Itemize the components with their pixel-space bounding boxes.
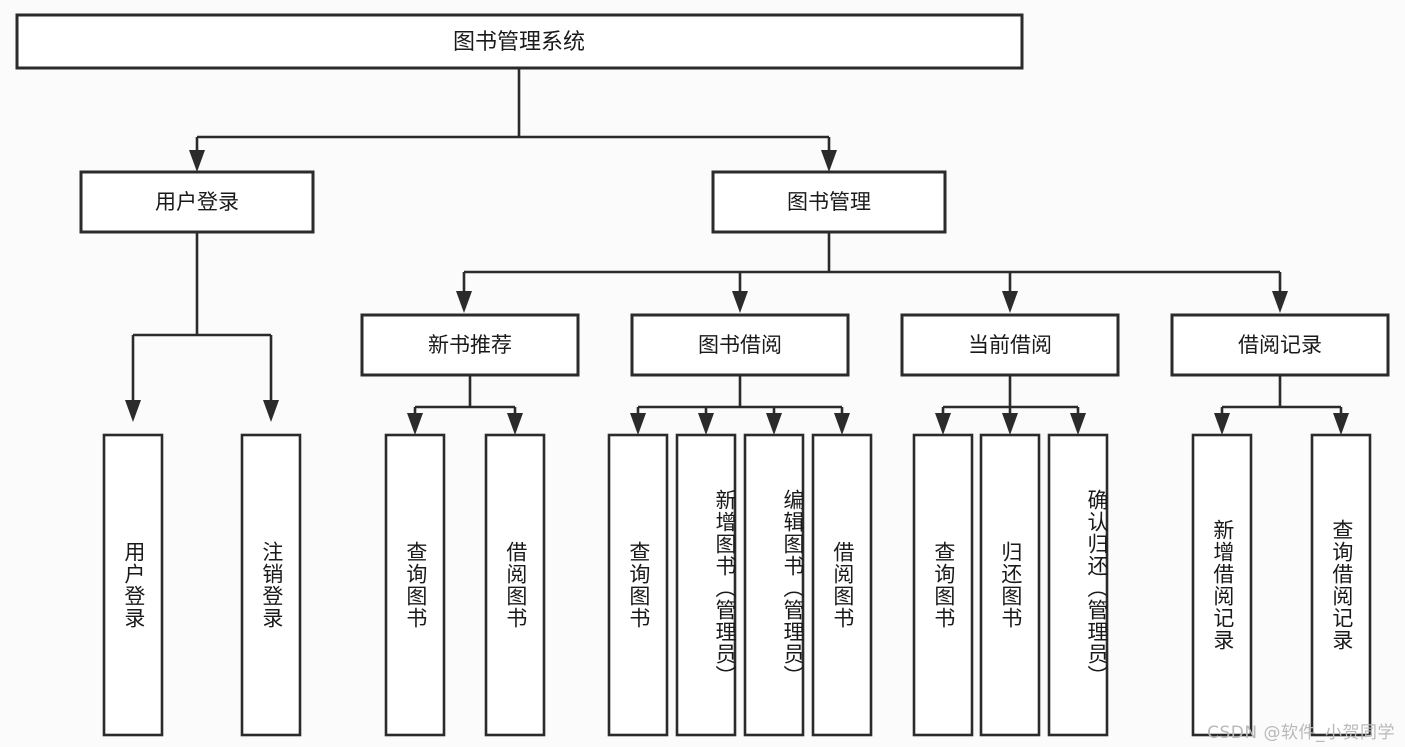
arrow-head-nb-2 [507,413,523,435]
node-root-label: 图书管理系统 [453,30,585,55]
node-book-manage-label: 图书管理 [787,190,871,214]
leaf-box-logout[interactable] [240,433,302,737]
node-root-box[interactable] [15,13,1024,70]
arrow-head-current-borrow [1002,291,1018,313]
arrow-head-br-2 [1333,413,1349,435]
node-borrow-record[interactable]: 借阅记录 [1170,313,1390,377]
leaf-box-nb-query-book[interactable] [384,433,446,737]
arrow-head-leaf-user-login [125,400,141,422]
arrow-head-cb-1 [935,413,951,435]
node-book-borrow[interactable]: 图书借阅 [630,313,850,377]
leaf-box-cb-return-book[interactable] [979,433,1041,737]
leaf-box-nb-borrow-book[interactable] [484,433,546,737]
node-root[interactable]: 图书管理系统 [15,13,1024,70]
leaf-box-cb-confirm-return[interactable] [1047,433,1109,737]
arrow-head-new-book [456,291,472,313]
leaf-box-br-add-record[interactable] [1191,433,1253,737]
node-user-login-label: 用户登录 [155,190,239,214]
arrow-head-nb-1 [407,413,423,435]
node-book-manage[interactable]: 图书管理 [711,170,947,234]
node-new-book-recommend-label: 新书推荐 [428,333,512,357]
leaf-box-bb-borrow-book[interactable] [811,433,873,737]
node-current-borrow-box[interactable] [900,313,1120,377]
arrow-head-bb-2 [698,413,714,435]
arrow-head-book-manage [821,150,837,172]
node-book-manage-box[interactable] [711,170,947,234]
node-new-book-recommend[interactable]: 新书推荐 [360,313,580,377]
arrow-head-cb-2 [1002,413,1018,435]
arrow-head-borrow-record [1272,291,1288,313]
node-book-borrow-box[interactable] [630,313,850,377]
node-user-login[interactable]: 用户登录 [79,170,315,234]
arrow-head-br-1 [1214,413,1230,435]
arrow-head-cb-3 [1070,413,1086,435]
leaf-box-bb-edit-book[interactable] [743,433,805,737]
node-borrow-record-label: 借阅记录 [1238,333,1322,357]
arrow-head-book-borrow [732,291,748,313]
node-current-borrow[interactable]: 当前借阅 [900,313,1120,377]
leaf-box-bb-add-book[interactable] [675,433,737,737]
node-borrow-record-box[interactable] [1170,313,1390,377]
leaf-box-br-query-record[interactable] [1310,433,1372,737]
csdn-watermark: CSDN @软件_小贺同学 [1207,723,1395,743]
arrow-head-bb-4 [834,413,850,435]
arrow-head-bb-1 [630,413,646,435]
leaf-box-bb-query-book[interactable] [607,433,669,737]
arrow-head-bb-3 [766,413,782,435]
leaf-box-user-login[interactable] [102,433,164,737]
arrow-head-user-login [189,150,205,172]
node-book-borrow-label: 图书借阅 [698,333,782,357]
arrow-head-leaf-logout [263,400,279,422]
node-new-book-recommend-box[interactable] [360,313,580,377]
node-current-borrow-label: 当前借阅 [968,333,1052,357]
leaf-box-cb-query-book[interactable] [912,433,974,737]
